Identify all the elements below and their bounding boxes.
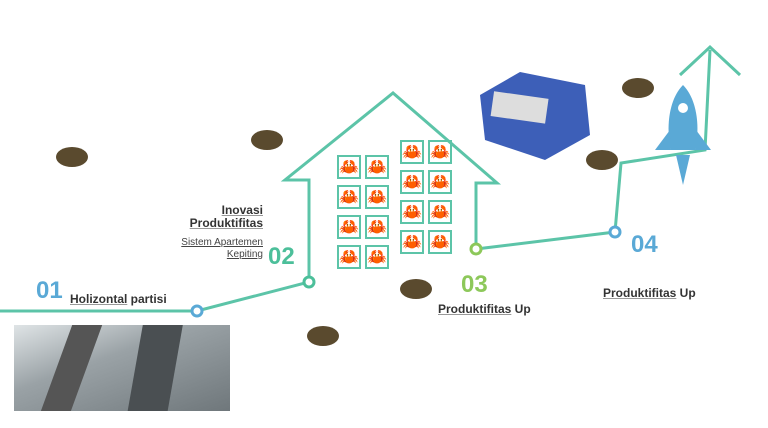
node-01	[190, 304, 204, 318]
node-02	[302, 275, 316, 289]
pond-photo	[14, 325, 230, 411]
step-01-label: Holizontal partisi	[70, 292, 167, 306]
step-03-number: 03	[461, 271, 488, 298]
step-02-title-2: Produktifitas	[189, 216, 263, 230]
node-04	[608, 225, 622, 239]
apartment-grid-right: 🦀🦀🦀🦀 🦀🦀🦀🦀	[400, 140, 452, 254]
step-02-sub-1: Sistem Apartemen	[181, 237, 263, 248]
step-01-number: 01	[36, 277, 63, 304]
rocket-icon	[655, 85, 711, 185]
step-02-number: 02	[268, 243, 295, 270]
node-03	[469, 242, 483, 256]
step-04-label: Produktifitas Up	[603, 286, 696, 300]
step-02-sub-2: Kepiting	[226, 249, 263, 260]
crab-cage-image	[480, 72, 590, 160]
step-04-number: 04	[631, 231, 658, 258]
apartment-grid-left: 🦀🦀🦀🦀 🦀🦀🦀🦀	[337, 155, 389, 269]
step-03-label: Produktifitas Up	[438, 302, 531, 316]
step-02-title-1: Inovasi	[221, 203, 263, 217]
